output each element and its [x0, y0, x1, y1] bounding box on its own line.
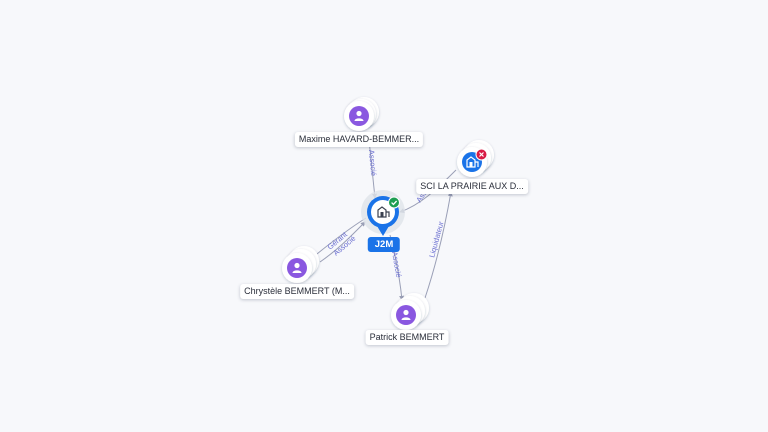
person-icon: [354, 110, 364, 121]
edge-chrystele-center-2[interactable]: [311, 217, 367, 259]
person-icon: [292, 262, 302, 273]
status-closed-badge: [475, 148, 488, 161]
building-icon: [466, 156, 479, 168]
edge-maxime-center[interactable]: [368, 139, 378, 199]
node-center-j2m[interactable]: [361, 190, 405, 236]
node-chrystele[interactable]: [282, 246, 319, 283]
person-icon: [401, 309, 411, 320]
node-sci[interactable]: [457, 140, 494, 177]
node-label-center[interactable]: J2M: [367, 237, 401, 252]
node-label-sci[interactable]: SCI LA PRAIRIE AUX D...: [416, 179, 528, 194]
status-active-badge: [388, 196, 400, 209]
node-label-patrick[interactable]: Patrick BEMMERT: [365, 330, 449, 345]
check-icon: [391, 200, 398, 206]
node-label-maxime[interactable]: Maxime HAVARD-BEMMER...: [294, 132, 424, 147]
node-label-chrystele[interactable]: Chrystèle BEMMERT (M...: [240, 284, 354, 299]
node-patrick[interactable]: [391, 293, 429, 330]
edge-label-patrick-sci: Liquidateur: [427, 220, 445, 259]
edge-label-maxime-center: Associé: [367, 149, 378, 176]
building-icon: [377, 206, 390, 218]
edge-chrystele-center-1[interactable]: [319, 221, 366, 263]
edge-patrick-sci[interactable]: [424, 191, 453, 299]
node-maxime[interactable]: [344, 97, 379, 131]
edge-label-center-patrick: Associé: [390, 251, 403, 278]
close-icon: [479, 152, 484, 157]
edge-sci-center[interactable]: [399, 169, 457, 213]
